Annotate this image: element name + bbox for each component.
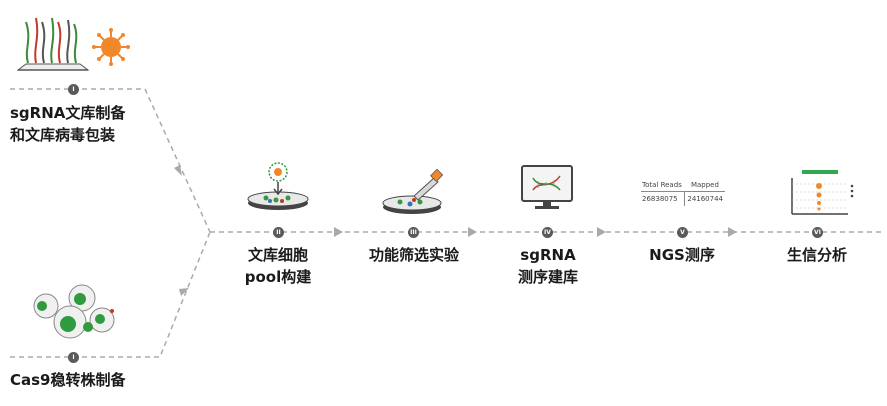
arrow-head-5 [728, 227, 737, 237]
screening-dish-icon [382, 168, 444, 214]
label-cell-pool: 文库细胞 pool构建 [228, 244, 328, 288]
step-badge-1-top: I [68, 84, 79, 95]
arrow-head-3 [468, 227, 477, 237]
label-library-prep-line2: 和文库病毒包装 [10, 126, 116, 144]
label-sgrna-lib-line2: 测序建库 [517, 268, 578, 286]
label-cell-pool-line2: pool构建 [244, 268, 312, 286]
label-library-prep: sgRNA文库制备 和文库病毒包装 [10, 102, 125, 146]
flow-connectors [10, 88, 885, 358]
label-bioinfo: 生信分析 [786, 246, 847, 264]
virus-icon [92, 28, 130, 66]
cas9-cells-icon [33, 284, 115, 339]
ngs-value-mapped: 24160744 [687, 195, 723, 203]
ngs-stats-table: Total Reads Mapped 26838075 24160744 [641, 179, 725, 206]
label-screening: 功能筛选实验 [368, 246, 459, 264]
step-badge-2: II [273, 227, 284, 238]
sgrna-library-icon [16, 17, 90, 71]
step-badge-5: V [677, 227, 688, 238]
label-ngs: NGS测序 [649, 246, 715, 264]
cell-pool-dish-icon [247, 162, 309, 210]
arrow-head-4 [597, 227, 606, 237]
arrow-heads [174, 165, 737, 296]
label-cell-pool-line1: 文库细胞 [247, 246, 308, 264]
label-sgrna-lib: sgRNA 测序建库 [498, 244, 598, 288]
step-badge-4: IV [542, 227, 553, 238]
sequencing-monitor-icon [521, 165, 573, 209]
arrow-head-top [174, 165, 182, 176]
connector-bottom [10, 231, 211, 358]
label-cas9: Cas9稳转株制备 [10, 371, 126, 389]
ngs-value-total: 26838075 [641, 192, 686, 206]
arrow-head-bottom [179, 288, 189, 296]
step-badge-1-bottom: I [68, 352, 79, 363]
label-library-prep-line1: sgRNA文库制备 [10, 104, 126, 122]
connector-top [10, 88, 211, 233]
ngs-header-mapped: Mapped [690, 181, 719, 189]
analysis-plot-icon [791, 170, 854, 215]
arrow-head-2 [334, 227, 343, 237]
step-badge-3: III [408, 227, 419, 238]
label-sgrna-lib-line1: sgRNA [520, 246, 576, 264]
ngs-header-total: Total Reads [642, 181, 682, 189]
plot-bar [802, 170, 838, 174]
step-badge-6: VI [812, 227, 823, 238]
